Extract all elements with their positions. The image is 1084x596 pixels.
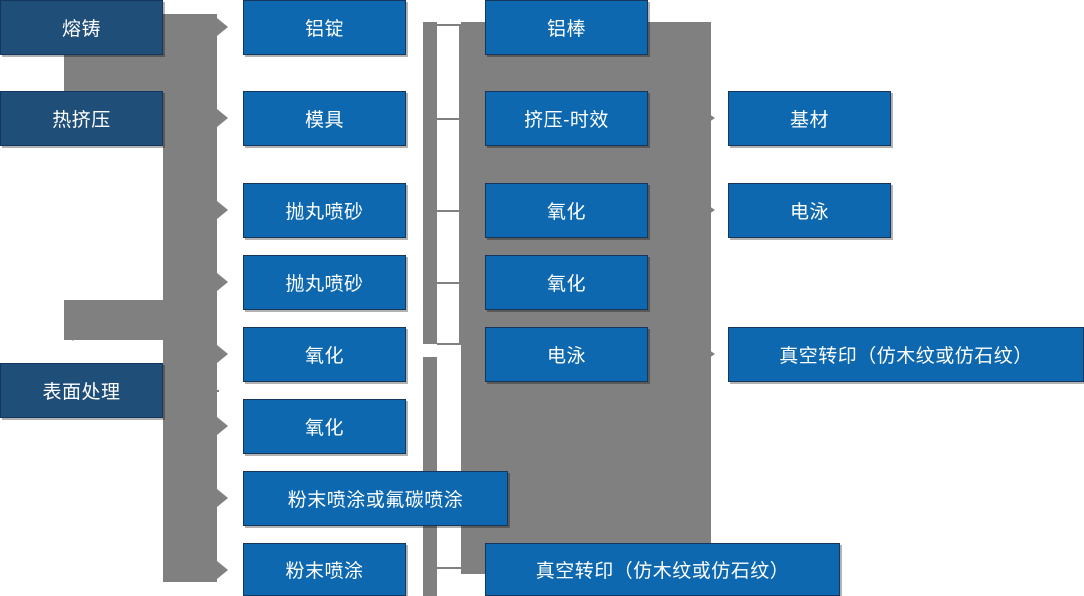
rail-stub-oxidation-2 [437, 282, 461, 284]
node-anodizing-2[interactable]: 氧化 [243, 399, 406, 454]
node-anodizing-2-label: 氧化 [304, 418, 344, 439]
arrow-trunk-to-die [217, 109, 228, 127]
node-powder-or-pvdf-coating-label: 粉末喷涂或氟碳喷涂 [287, 490, 464, 511]
node-aluminium-ingot[interactable]: 铝锭 [243, 0, 406, 55]
stage-surface-treat-label: 表面处理 [42, 382, 121, 403]
arrow-trunk-to-aluminium-ingot [217, 18, 228, 36]
line-panel-to-electrophoresis [696, 209, 710, 211]
arrow-trunk-to-powder-coating [217, 561, 228, 579]
node-shot-blasting-2[interactable]: 抛丸喷砂 [243, 255, 406, 310]
stage-surface-treat[interactable]: 表面处理 [0, 363, 163, 418]
arrow-down-to-hot-extrusion [64, 80, 82, 91]
arrow-trunk-to-anodizing-1 [217, 345, 228, 363]
node-aluminium-bar[interactable]: 铝棒 [485, 0, 648, 55]
node-powder-or-pvdf-coating[interactable]: 粉末喷涂或氟碳喷涂 [243, 471, 508, 526]
stage-melt-cast[interactable]: 熔铸 [0, 0, 163, 55]
surface-treatment-tie-line [163, 390, 219, 392]
node-oxidation-2-label: 氧化 [546, 274, 586, 295]
node-substrate[interactable]: 基材 [728, 91, 891, 146]
stage-hot-extrusion-label: 热挤压 [52, 110, 111, 131]
rail-stub-electrophoresis-mid [437, 343, 461, 345]
node-extrusion-aging[interactable]: 挤压-时效 [485, 91, 648, 146]
node-vacuum-transfer-bottom[interactable]: 真空转印（仿木纹或仿石纹） [485, 543, 840, 596]
arrow-trunk-to-powder-or-pvdf [217, 489, 228, 507]
node-extrusion-aging-label: 挤压-时效 [524, 110, 609, 131]
node-electrophoresis-out[interactable]: 电泳 [728, 183, 891, 238]
left-gray-trunk [163, 14, 217, 582]
arrow-trunk-to-shot-blasting-1 [217, 201, 228, 219]
node-vacuum-transfer-right-label: 真空转印（仿木纹或仿石纹） [779, 346, 1033, 367]
node-electrophoresis-mid-label: 电泳 [546, 346, 586, 367]
node-shot-blasting-2-label: 抛丸喷砂 [285, 274, 364, 295]
node-powder-coating[interactable]: 粉末喷涂 [243, 543, 406, 596]
left-gray-trunk-top-stub [64, 55, 180, 91]
node-anodizing-1[interactable]: 氧化 [243, 327, 406, 382]
node-shot-blasting-1[interactable]: 抛丸喷砂 [243, 183, 406, 238]
arrow-panel-to-substrate [706, 112, 715, 124]
rail-stub-extrusion-aging [437, 118, 461, 120]
node-powder-coating-label: 粉末喷涂 [285, 561, 364, 582]
node-aluminium-ingot-label: 铝锭 [304, 19, 344, 40]
rail-stub-oxidation-1 [437, 210, 461, 212]
node-oxidation-1-label: 氧化 [546, 202, 586, 223]
mid-gray-rail-upper [423, 22, 437, 344]
node-vacuum-transfer-bottom-label: 真空转印（仿木纹或仿石纹） [535, 561, 790, 582]
node-anodizing-1-label: 氧化 [304, 346, 344, 367]
rail-stub-aluminium-bar [437, 24, 461, 26]
left-gray-trunk-lower-stub [64, 300, 180, 340]
stage-melt-cast-label: 熔铸 [61, 19, 101, 40]
node-die-label: 模具 [304, 110, 344, 131]
arrow-down-to-surface-treatment [64, 330, 82, 341]
arrow-panel-to-vacuum-transfer [706, 348, 715, 360]
node-electrophoresis-mid[interactable]: 电泳 [485, 327, 648, 382]
arrow-trunk-to-anodizing-2 [217, 417, 228, 435]
line-panel-to-substrate [696, 117, 710, 119]
node-oxidation-2[interactable]: 氧化 [485, 255, 648, 310]
rail-branch-vline [459, 24, 461, 344]
node-vacuum-transfer-right[interactable]: 真空转印（仿木纹或仿石纹） [728, 327, 1084, 382]
node-electrophoresis-out-label: 电泳 [789, 202, 829, 223]
node-aluminium-bar-label: 铝棒 [546, 19, 586, 40]
node-die[interactable]: 模具 [243, 91, 406, 146]
node-substrate-label: 基材 [789, 110, 829, 131]
line-panel-to-vacuum-transfer [696, 353, 710, 355]
stage-hot-extrusion[interactable]: 热挤压 [0, 91, 163, 146]
node-oxidation-1[interactable]: 氧化 [485, 183, 648, 238]
rail-stub-vacuum-transfer-bottom [437, 567, 461, 569]
arrow-panel-to-electrophoresis [706, 204, 715, 216]
arrow-trunk-to-shot-blasting-2 [217, 273, 228, 291]
node-shot-blasting-1-label: 抛丸喷砂 [285, 202, 364, 223]
